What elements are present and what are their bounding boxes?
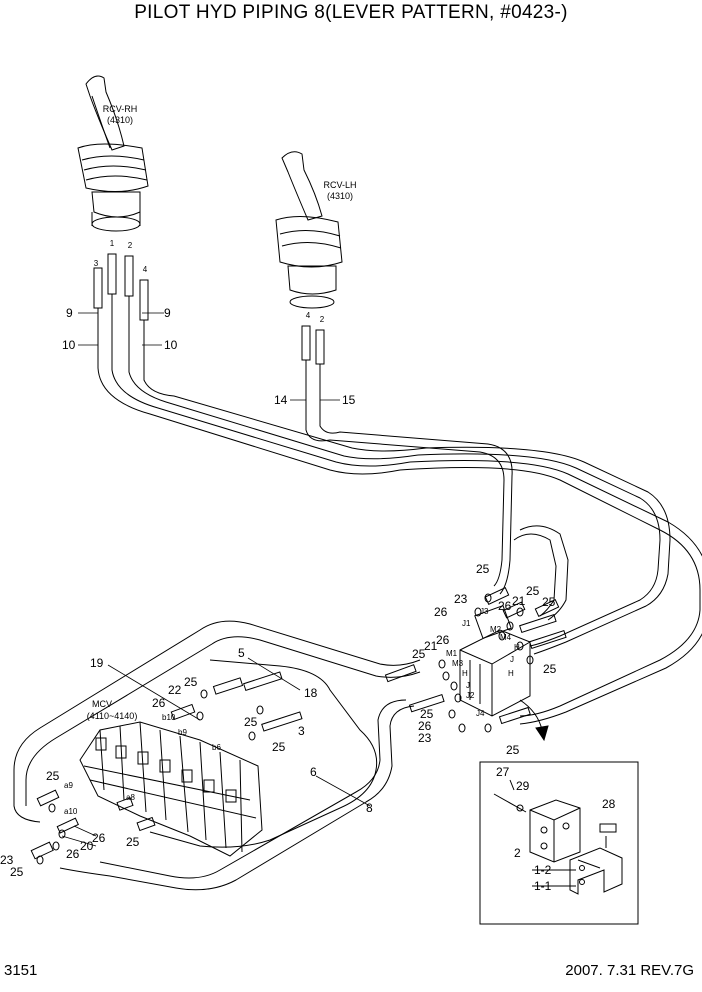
block-port-label: J: [466, 681, 470, 690]
mcv-valve-body: [79, 721, 263, 857]
mcv-port-label: b9: [178, 728, 187, 737]
mcv-port-label: b10: [162, 713, 176, 722]
block-port-label: M3: [452, 659, 464, 668]
block-port-label: M2: [490, 625, 502, 634]
callout-number: 26: [66, 847, 80, 861]
callout-number: 29: [516, 779, 530, 793]
rcv-rh-joystick: [77, 75, 149, 232]
callout-number: 22: [168, 683, 182, 697]
callout-number: 23: [0, 853, 14, 867]
detail-arrow-head: [535, 725, 549, 742]
block-port-label: M4: [500, 633, 512, 642]
mcv-port-label: a8: [126, 793, 135, 802]
callout-number: 25: [412, 647, 426, 661]
lh-port-label: 2: [320, 315, 325, 324]
rcv-lh-fittings: [301, 325, 513, 595]
block-port-label: M1: [446, 649, 458, 658]
distribution-block: [459, 604, 531, 717]
callout-number: 25: [506, 743, 520, 757]
callout-number: 10: [164, 338, 178, 352]
rcv-rh-label: RCV-RH: [103, 104, 138, 114]
callout-number: 15: [342, 393, 356, 407]
rh-port-label: 3: [94, 259, 99, 268]
callout-number: 8: [366, 801, 373, 815]
rh-port-label: 4: [143, 265, 148, 274]
callout-numbers: 9 9 10 10 14 15 25 23 26 25 26 21 25 21 …: [0, 306, 616, 893]
callout-number: 25: [476, 562, 490, 576]
callout-number: 25: [126, 835, 140, 849]
callout-number: 25: [420, 707, 434, 721]
mcv-port-label: b6: [212, 743, 221, 752]
callout-number: 26: [92, 831, 106, 845]
rh-port-label: 2: [128, 241, 133, 250]
block-port-label: J2: [466, 691, 475, 700]
page-title: PILOT HYD PIPING 8(LEVER PATTERN, #0423-…: [134, 2, 568, 23]
mcv-label: MCV: [92, 699, 112, 709]
callout-number: 25: [10, 865, 24, 879]
block-port-label: J4: [476, 709, 485, 718]
callout-number: 14: [274, 393, 288, 407]
callout-number: 19: [90, 656, 104, 670]
block-port-label: J1: [462, 619, 471, 628]
detail-inset: [479, 761, 639, 925]
callout-number: 9: [66, 306, 73, 320]
callout-number: 18: [304, 686, 318, 700]
revision-date: 2007. 7.31 REV.7G: [565, 962, 694, 979]
block-port-label: J: [510, 655, 514, 664]
block-port-label: H: [462, 669, 468, 678]
callout-number: 25: [526, 584, 540, 598]
rcv-lh-joystick: [275, 151, 343, 309]
rh-port-label: 1: [110, 239, 115, 248]
callout-number: 1-1: [534, 879, 552, 893]
callout-number: 28: [602, 797, 616, 811]
callout-number: 26: [436, 633, 450, 647]
rcv-rh-code: (4310): [107, 115, 133, 125]
callout-number: 26: [152, 696, 166, 710]
callout-number: 2: [514, 846, 521, 860]
callout-number: 25: [542, 595, 556, 609]
block-port-label: H: [508, 669, 514, 678]
rcv-rh-fittings: [93, 253, 427, 475]
page-number: 3151: [4, 962, 38, 979]
lh-port-label: 4: [306, 311, 311, 320]
callout-number: 10: [62, 338, 76, 352]
block-port-label: J3: [480, 607, 489, 616]
callout-number: 21: [424, 639, 438, 653]
callout-number: 25: [543, 662, 557, 676]
callout-number: 23: [454, 592, 468, 606]
callout-number: 6: [310, 765, 317, 779]
callout-number: 26: [418, 719, 432, 733]
rcv-lh-code: (4310): [327, 191, 353, 201]
callout-number: 5: [238, 646, 245, 660]
callout-number: 25: [244, 715, 258, 729]
callout-number: 27: [496, 765, 510, 779]
mcv-port-label: a9: [64, 781, 73, 790]
callout-number: 26: [434, 605, 448, 619]
mcv-code: (4110~4140): [87, 711, 138, 721]
callout-number: 1-2: [534, 863, 552, 877]
callout-number: 20: [80, 839, 94, 853]
block-port-label: H: [514, 643, 520, 652]
callout-number: 26: [498, 599, 512, 613]
leader-lines: [61, 312, 371, 847]
callout-number: 9: [164, 306, 171, 320]
mcv-port-label: a10: [64, 807, 78, 816]
callout-number: 23: [418, 731, 432, 745]
rcv-lh-label: RCV-LH: [323, 180, 356, 190]
callout-number: 25: [272, 740, 286, 754]
line-fittings: [30, 587, 567, 860]
callout-number: 25: [184, 675, 198, 689]
lower-hoses: [13, 620, 421, 891]
callout-number: 25: [46, 769, 60, 783]
callout-number: 3: [298, 724, 305, 738]
right-hose-loop: [399, 446, 702, 725]
callout-number: 21: [512, 594, 526, 608]
